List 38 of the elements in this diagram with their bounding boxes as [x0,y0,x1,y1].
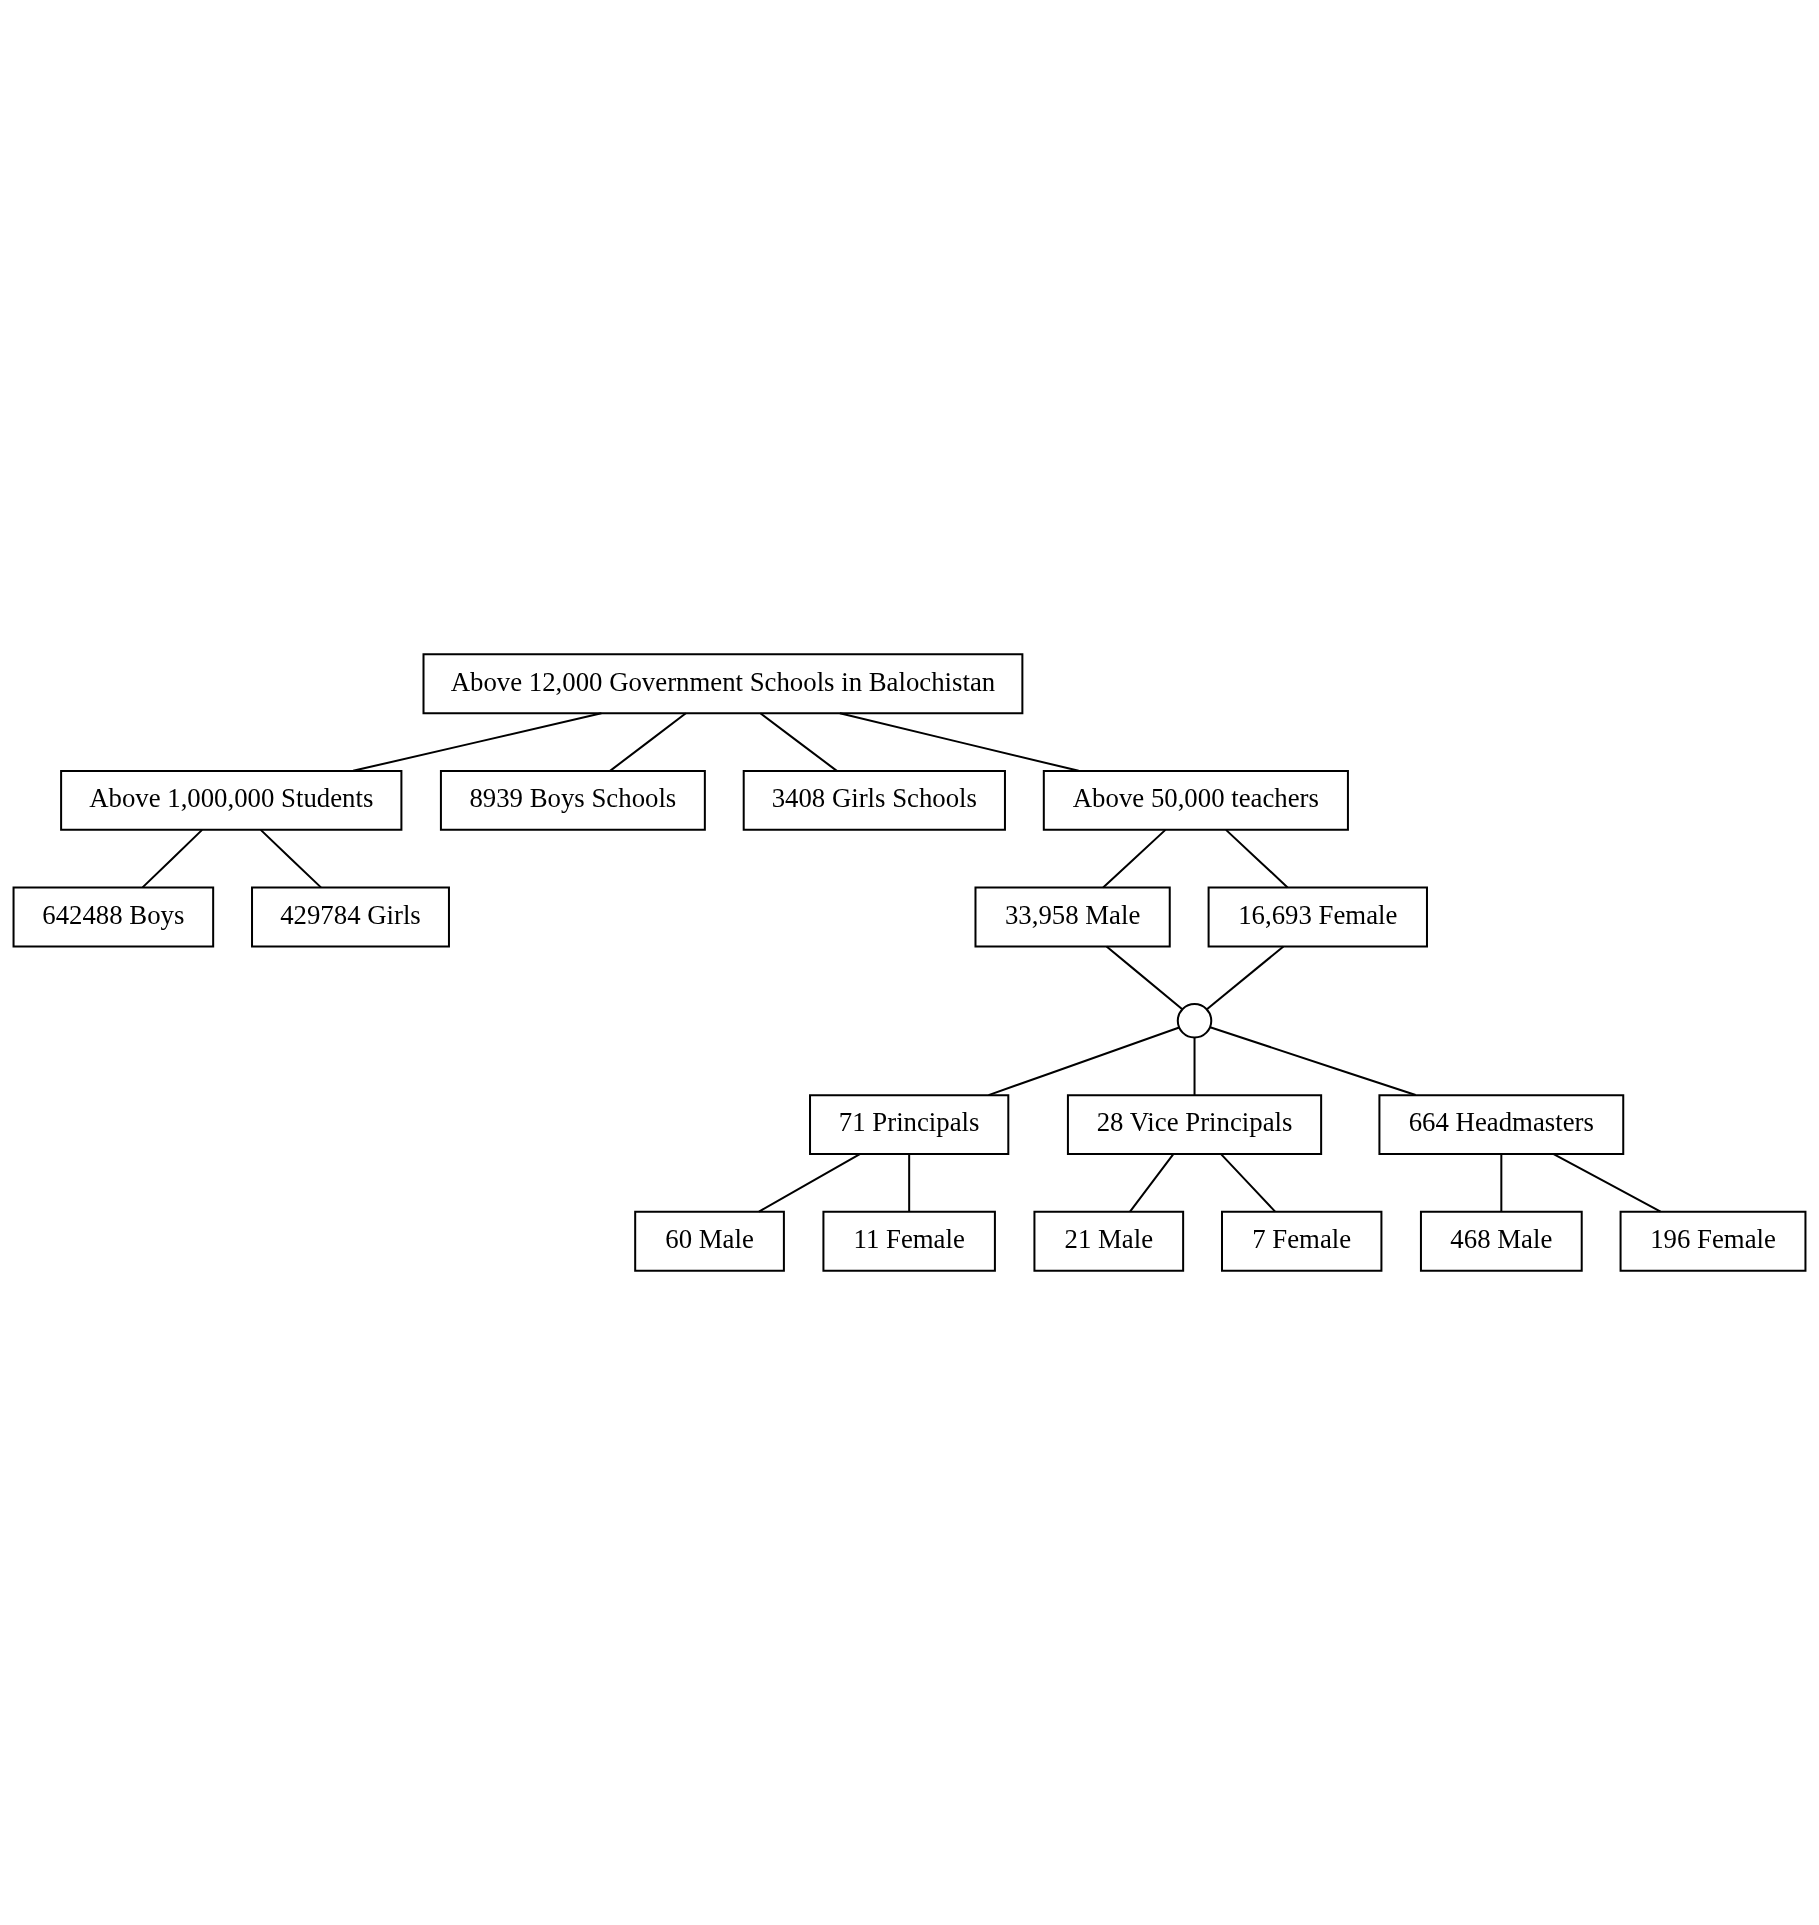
connector [1206,945,1285,1010]
connector [1225,829,1289,889]
node-box: 642488 Boys [12,886,215,948]
connector [1105,945,1183,1010]
node-box: 468 Male [1419,1210,1583,1272]
node-box: 7 Female [1221,1210,1383,1272]
connector [141,829,203,889]
connector [1209,1026,1416,1096]
node-box: 60 Male [634,1210,785,1272]
node-circle [1176,1003,1213,1039]
node-box: 8939 Boys Schools [439,769,706,831]
connector [988,1026,1180,1097]
connector [609,712,687,772]
node-box: 28 Vice Principals [1066,1094,1323,1156]
node-box: 71 Principals [809,1094,1010,1156]
connector [1193,1037,1196,1095]
connector [1553,1153,1662,1213]
connector [1220,1153,1276,1213]
connector [1102,829,1167,889]
node-box: 3408 Girls Schools [742,769,1006,831]
connector [759,712,838,772]
connector [1129,1153,1175,1213]
node-box: Above 12,000 Government Schools in Balochistan [422,653,1024,715]
node-box: 21 Male [1033,1210,1185,1272]
node-box: 16,693 Female [1207,886,1428,948]
connector [352,712,602,772]
node-box: 429784 Girls [251,886,450,948]
connector [1500,1154,1503,1212]
node-box: Above 1,000,000 Students [60,769,403,831]
node-box: 664 Headmasters [1378,1094,1625,1156]
connector [908,1154,911,1212]
node-box: 196 Female [1619,1210,1807,1272]
connector [839,712,1079,772]
node-box: 33,958 Male [974,886,1171,948]
node-box: 11 Female [822,1210,996,1272]
node-box: Above 50,000 teachers [1042,769,1349,831]
connector [758,1153,861,1213]
connector [260,829,322,889]
